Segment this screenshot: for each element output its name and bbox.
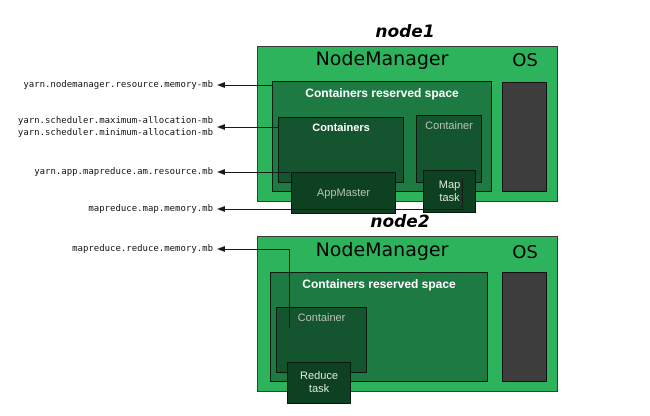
arrowhead-am-resource-icon [217,169,225,175]
node1-reserved-space-box: Containers reserved space Containers App… [272,81,492,214]
node1-appmaster-box: AppMaster [291,172,396,214]
node2-reduce-task-label-line2: task [308,383,330,395]
config-label-am-resource: yarn.app.mapreduce.am.resource.mb [34,167,213,177]
line-reduce-memory-vertical [289,249,290,328]
node2-reserved-space-box: Containers reserved space Container Redu… [270,272,488,404]
node1-map-task-label-line1: Map [438,178,461,191]
line-map-memory-vertical [462,178,463,210]
node2-os-memory-rect [502,272,547,382]
node2-reserved-space-label: Containers reserved space [302,277,456,291]
node2-title: node2 [370,212,430,232]
arrowhead-scheduler-allocation-icon [217,124,225,130]
node2-container-box: Container Reduce task [276,307,367,404]
node1-map-task-box: Map task [423,170,476,213]
node1-container-label: Container [425,120,473,132]
arrowhead-nodemanager-memory-icon [217,82,225,88]
node1-container-box: Container Map task [416,115,482,213]
config-label-reduce-memory: mapreduce.reduce.memory.mb [72,244,213,254]
node1-title: node1 [375,22,435,42]
node1-containers-label: Containers [312,122,370,134]
node1-os-label: OS [512,50,538,71]
node1-map-task-label-line2: task [439,191,460,204]
node2-nodemanager-label: NodeManager [315,239,449,261]
node1-os-memory-rect [502,82,547,192]
line-map-memory-horizontal [225,209,463,210]
node1-appmaster-label: AppMaster [316,186,371,199]
node2-reduce-task-box: Reduce task [287,362,351,404]
node2-container-label: Container [297,312,346,324]
line-am-resource [225,172,290,173]
arrowhead-map-memory-icon [217,206,225,212]
config-label-nodemanager-memory: yarn.nodemanager.resource.memory-mb [23,80,213,90]
line-nodemanager-memory [225,85,272,86]
node2-os-label: OS [512,242,538,263]
config-label-map-memory: mapreduce.map.memory.mb [88,204,213,214]
config-label-scheduler-max: yarn.scheduler.maximum-allocation-mb [17,116,213,126]
node1-containers-box: Containers AppMaster [278,117,404,214]
arrowhead-reduce-memory-icon [217,246,225,252]
node1-reserved-space-label: Containers reserved space [305,86,459,100]
node2-reduce-task-label-line1: Reduce [300,370,338,382]
config-label-scheduler-min: yarn.scheduler.minimum-allocation-mb [17,128,213,138]
line-reduce-memory-horizontal [225,249,290,250]
node1-nodemanager-label: NodeManager [315,48,449,70]
line-scheduler-allocation [225,127,278,128]
